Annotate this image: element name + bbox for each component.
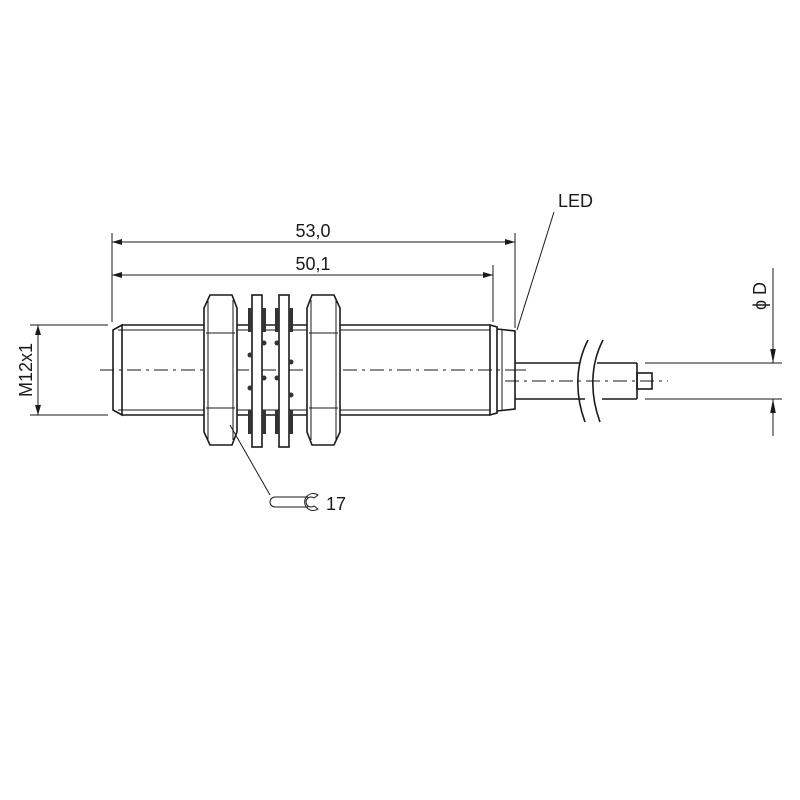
toothed-washer-2 <box>274 294 294 448</box>
dimension-thread-length: 50,1 <box>112 254 494 322</box>
threaded-body <box>112 323 490 417</box>
wrench-icon <box>269 493 319 511</box>
dimension-thread: M12x1 <box>16 324 108 416</box>
cable <box>510 362 653 400</box>
toothed-washer-1 <box>247 294 267 448</box>
dim-50: 50,1 <box>295 254 330 274</box>
dimension-cable-diameter: ϕ D <box>645 268 782 436</box>
wrench-callout: 17 <box>229 424 346 514</box>
dim-53: 53,0 <box>295 221 330 241</box>
break-mark <box>577 339 604 423</box>
led-callout: LED <box>516 191 593 331</box>
wrench-size: 17 <box>326 494 346 514</box>
led-label: LED <box>558 191 593 211</box>
dim-phi-d: ϕ D <box>750 282 770 310</box>
dimension-overall-length: 53,0 <box>111 221 516 328</box>
hex-nut-2 <box>306 294 341 446</box>
dim-m12: M12x1 <box>16 343 36 397</box>
hex-nut-1 <box>203 294 238 446</box>
